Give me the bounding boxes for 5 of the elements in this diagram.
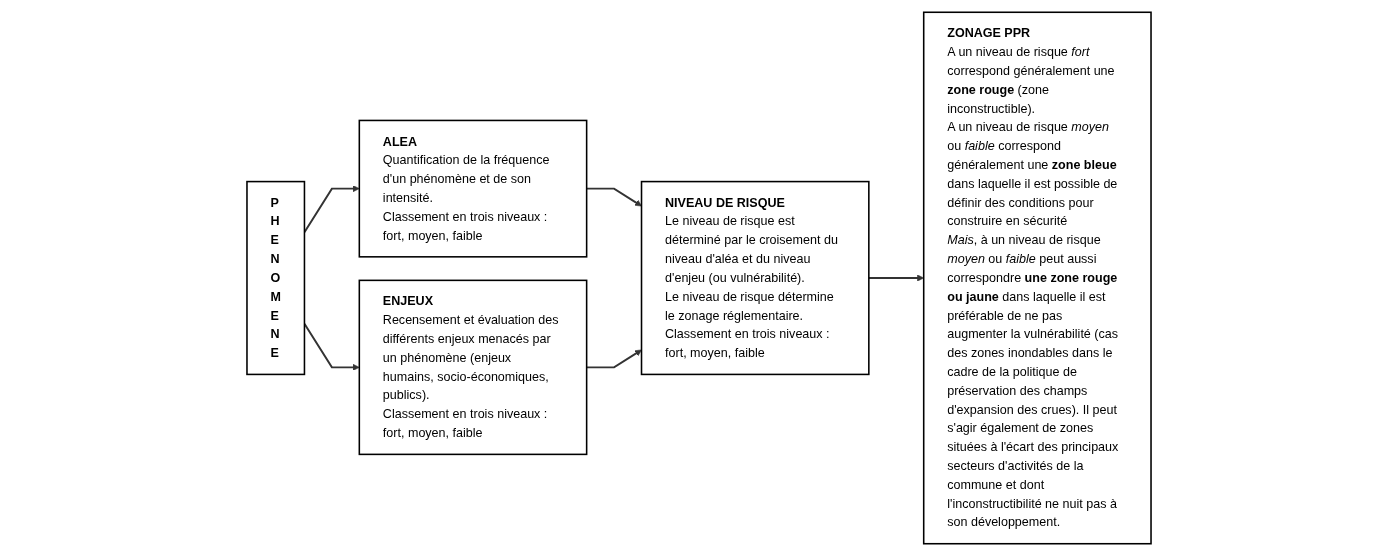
node-box: ALEA Quantification de la fréquence d'un phénomène et de son intensité. Classement en trois niveaux : fort, moyen, faible xyxy=(358,119,588,258)
node-box: NIVEAU DE RISQUE Le niveau de risque est déterminé par le croisement du niveau d'aléa et du niveau d'enjeu (ou vulnérabilité). Le niveau de risque détermine le zonage réglementaire. Classement en trois niveaux : fort, moyen, faible xyxy=(640,180,870,376)
node-box: ZONAGE PPR A un niveau de risque fort correspond généralement une zone rouge (zone inconstructible). A un niveau de risque moyen ou faible correspond généralement une zone bleue dans laquelle il est possible de définir des conditions pour construire en sécurité Mais, à un niveau de risque moyen ou faible peut aussi correspondre une zone rouge ou jaune dans laquelle il est préférable de ne pas augmenter la vulnérabilité (cas des zones inondables dans le cadre de la politique de préservation des champs d'expansion des crues). Il peut s'agir également de zones situées à l'écart des principaux secteurs d'activités de la commune et dont l'inconstructibilité ne nuit pas à son développement. xyxy=(922,11,1152,545)
node-box: PHENOMENE xyxy=(246,180,306,376)
node-box: ENJEUX Recensement et évaluation des différents enjeux menacés par un phénomène (enjeux humains, socio-économiques, publics). Classement en trois niveaux : fort, moyen, faible xyxy=(358,279,588,456)
